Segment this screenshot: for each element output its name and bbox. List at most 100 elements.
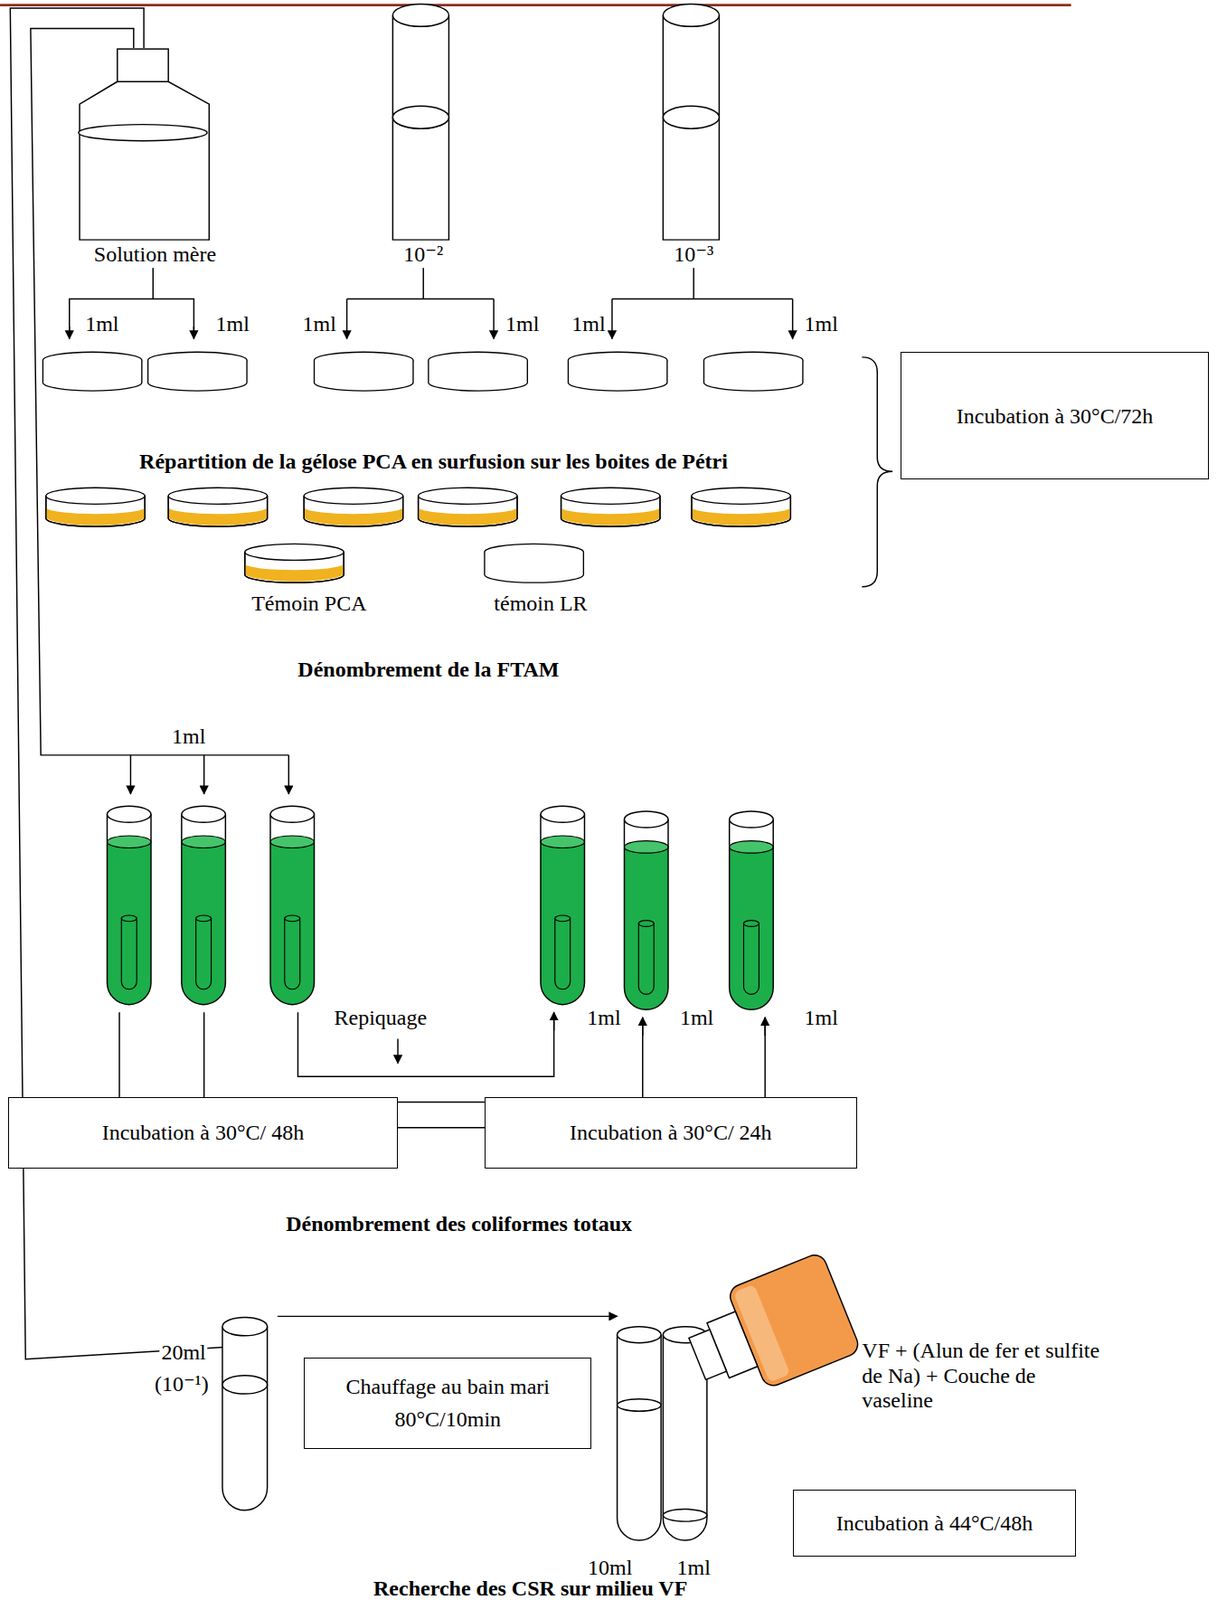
petri-dish: [314, 351, 414, 391]
box-text: Chauffage au bain mari 80°C/10min: [315, 1369, 580, 1435]
agar-dish: [46, 487, 792, 583]
vf-medium-bottle: [677, 1251, 861, 1409]
vf-tube: [617, 1398, 662, 1412]
dilution-tube: [392, 105, 449, 129]
petri-dish: [148, 351, 247, 391]
section-title: Dénombrement de la FTAM: [295, 657, 561, 683]
bcpl-tube: [270, 805, 315, 1004]
dilution-tube: [222, 1375, 268, 1394]
header-rule: [0, 3, 1072, 7]
bcpl-tube: [729, 811, 774, 1010]
medium-note: VF + (Alun de fer et sulfite de Na) + Co…: [861, 1338, 1112, 1414]
dilution-tube: [662, 4, 719, 28]
box-text: Incubation à 30°C/ 24h: [569, 1115, 773, 1149]
dilution-tube: [392, 117, 449, 129]
subculture-lines: [764, 1017, 765, 1036]
vf-tube: [617, 1326, 708, 1540]
transfer-arrow: [277, 1315, 618, 1317]
transfer-lines: [288, 754, 290, 794]
dilution-tube: [222, 1326, 268, 1510]
subculture-lines: [641, 1017, 643, 1036]
volume-label: 1ml: [584, 1005, 623, 1031]
petri-dish: [428, 351, 528, 391]
incubation-box: Incubation à 44°C/48h: [792, 1489, 1077, 1556]
incubation-box: Incubation à 30°C/72h: [900, 351, 1209, 480]
agar-dish: [691, 487, 791, 527]
bcpl-tube: [623, 811, 669, 1010]
dilution-label: 10⁻³: [671, 242, 716, 268]
incubation-box: Chauffage au bain mari 80°C/10min: [303, 1357, 592, 1450]
dilution-tube: [392, 15, 449, 240]
pipetting-arrows: [611, 299, 613, 340]
volume-label: 1ml: [802, 311, 840, 338]
pipetting-arrows: [612, 298, 793, 300]
step-caption: Repiquage: [332, 1005, 430, 1031]
vf-tube: [617, 1326, 662, 1343]
subculture-lines: [553, 1011, 555, 1030]
transfer-lines: [30, 28, 289, 755]
volume-label: 1ml: [169, 724, 208, 750]
subculture-lines: [396, 1037, 398, 1063]
pipetting-arrows: [792, 299, 793, 340]
petri-dish: [42, 351, 803, 391]
stock-bottle: [78, 124, 208, 142]
dilution-tube: [222, 1316, 268, 1510]
volume-label: 1ml: [214, 311, 252, 338]
pipetting-arrows: [692, 267, 694, 300]
vf-tube: [662, 1509, 708, 1522]
agar-dish: [418, 487, 518, 527]
grouping-brace: [861, 357, 893, 587]
bcpl-tube: [106, 805, 774, 1010]
volume-label: 1ml: [802, 1005, 840, 1031]
pipetting-arrows: [193, 326, 195, 340]
dilution-label: (10⁻¹): [152, 1371, 211, 1397]
section-title: Recherche des CSR sur milieu VF: [371, 1575, 689, 1600]
volume-label: 1ml: [569, 311, 607, 338]
step-caption: Répartition de la gélose PCA en surfusio…: [137, 449, 730, 475]
control-label: Témoin PCA: [249, 591, 368, 617]
agar-dish: [46, 487, 145, 527]
agar-dish: [168, 487, 267, 527]
stock-bottle: [78, 48, 209, 240]
agar-dish: [245, 543, 344, 583]
bcpl-tube: [540, 805, 585, 1004]
volume-label: 20ml: [159, 1339, 208, 1366]
pipetting-arrows: [68, 326, 70, 340]
control-label: témoin LR: [491, 591, 589, 617]
pipetting-arrows: [423, 267, 425, 300]
petri-dish: [42, 351, 142, 391]
pipetting-arrows: [69, 267, 793, 340]
stock-bottle: [79, 81, 209, 240]
pipetting-arrows: [69, 299, 195, 338]
agar-dish: [484, 543, 584, 583]
volume-label: 1ml: [83, 311, 121, 338]
agar-dish: [561, 487, 661, 527]
dilution-tube: [392, 4, 449, 241]
vessel-label: Solution mère: [92, 242, 218, 268]
bcpl-tube: [106, 805, 151, 1004]
dilution-tube: [662, 105, 719, 129]
dilution-tube: [392, 4, 449, 28]
dilution-tube: [662, 4, 719, 241]
box-text: Incubation à 44°C/48h: [836, 1506, 1034, 1539]
volume-label: 1ml: [503, 311, 541, 338]
incubation-box: Incubation à 30°C/ 24h: [484, 1096, 858, 1169]
petri-dish: [703, 351, 802, 391]
section-title: Dénombrement des coliformes totaux: [283, 1211, 634, 1237]
volume-label: 1ml: [678, 1005, 716, 1031]
bcpl-tube: [181, 805, 227, 1004]
petri-dish: [567, 351, 667, 391]
volume-label: 1ml: [300, 311, 338, 338]
box-text: Incubation à 30°C/ 48h: [102, 1115, 305, 1149]
pipetting-arrows: [347, 298, 494, 300]
incubation-box: Incubation à 30°C/ 48h: [8, 1096, 398, 1169]
agar-dish: [303, 487, 403, 527]
transfer-lines: [130, 754, 132, 794]
dilution-label: 10⁻²: [401, 242, 445, 268]
transfer-lines: [203, 754, 205, 794]
vf-medium-bottle: [688, 1329, 727, 1379]
pipetting-arrows: [346, 299, 348, 340]
pipetting-arrows: [492, 299, 494, 340]
vf-tube: [617, 1334, 662, 1540]
dilution-tube: [662, 15, 719, 240]
